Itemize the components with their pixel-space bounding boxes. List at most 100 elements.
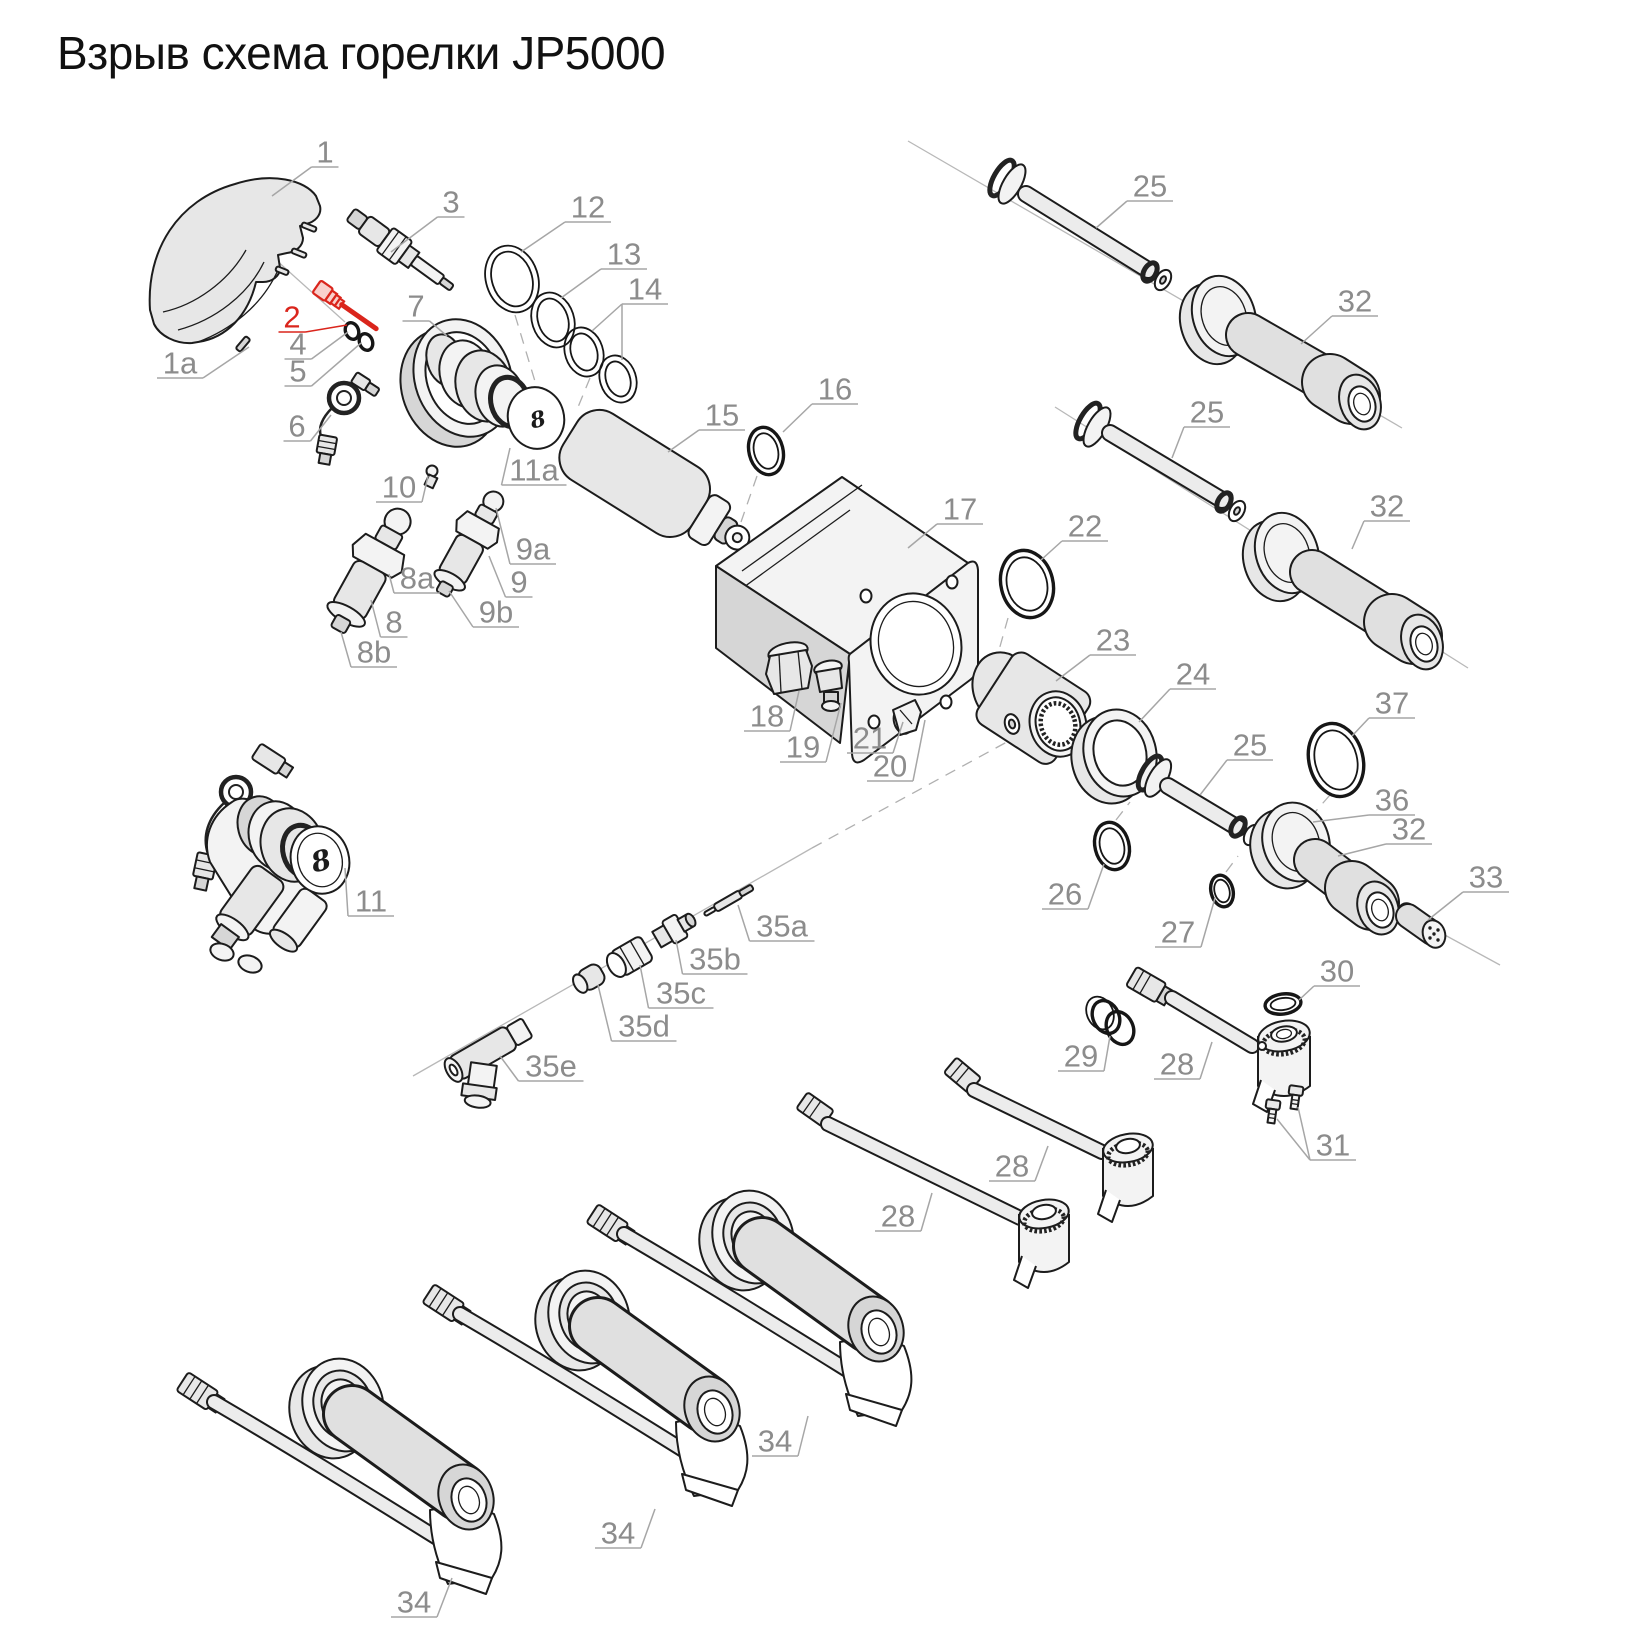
part-28-hose-3 bbox=[796, 1092, 1070, 1289]
part-33-gas-distributor bbox=[1395, 902, 1447, 949]
part-37-oring bbox=[1306, 721, 1366, 799]
part-28-hose-2 bbox=[943, 1057, 1154, 1223]
part-25-tube-2 bbox=[1073, 400, 1247, 523]
callout-34-53: 34 bbox=[595, 1508, 656, 1551]
callout-33-37: 33 bbox=[1427, 860, 1509, 921]
part-13-oring bbox=[530, 291, 576, 349]
svg-text:14: 14 bbox=[628, 272, 662, 307]
svg-text:35d: 35d bbox=[618, 1009, 670, 1044]
part-35c-nut bbox=[605, 936, 653, 978]
svg-text:28: 28 bbox=[881, 1199, 915, 1234]
callout-35e-45: 35e bbox=[499, 1049, 584, 1084]
callout-35c-43: 35c bbox=[639, 964, 714, 1011]
svg-text:24: 24 bbox=[1176, 657, 1210, 692]
svg-text:2: 2 bbox=[283, 300, 300, 335]
part-32-nozzle-1 bbox=[1178, 274, 1382, 431]
part-31-screws bbox=[1264, 1084, 1305, 1125]
callout-1a-1: 1a bbox=[157, 346, 250, 381]
part-22-oring bbox=[998, 548, 1056, 620]
svg-text:9b: 9b bbox=[479, 595, 513, 630]
part-26-oring bbox=[1092, 820, 1132, 872]
callout-7-9: 7 bbox=[402, 289, 448, 337]
callout-8a-13: 8a bbox=[388, 561, 440, 596]
svg-text:36: 36 bbox=[1375, 783, 1409, 818]
svg-text:34: 34 bbox=[601, 1516, 635, 1551]
part-19-fitting bbox=[813, 659, 843, 712]
part-14-oring-b bbox=[598, 354, 638, 404]
callout-8b-15: 8b bbox=[340, 631, 397, 670]
svg-text:8b: 8b bbox=[357, 635, 391, 670]
svg-text:30: 30 bbox=[1320, 954, 1354, 989]
callout-27-39: 27 bbox=[1155, 897, 1216, 950]
svg-text:28: 28 bbox=[995, 1149, 1029, 1184]
part-9-valve bbox=[433, 490, 505, 598]
svg-text:1a: 1a bbox=[163, 346, 198, 381]
svg-text:25: 25 bbox=[1190, 395, 1224, 430]
svg-text:28: 28 bbox=[1160, 1047, 1194, 1082]
callout-15-19: 15 bbox=[667, 398, 745, 453]
callout-25-29: 25 bbox=[1095, 169, 1173, 229]
callout-23-23: 23 bbox=[1055, 623, 1136, 682]
svg-text:35e: 35e bbox=[525, 1049, 577, 1084]
svg-text:35b: 35b bbox=[689, 942, 741, 977]
part-25-tube-1 bbox=[987, 157, 1173, 292]
part-8-valve bbox=[326, 507, 412, 634]
svg-text:18: 18 bbox=[750, 699, 784, 734]
callout-34-52: 34 bbox=[391, 1577, 453, 1620]
svg-text:4: 4 bbox=[289, 327, 306, 362]
svg-text:8a: 8a bbox=[400, 561, 435, 596]
part-28-hose-1 bbox=[1126, 966, 1311, 1113]
svg-text:25: 25 bbox=[1233, 728, 1267, 763]
part-3-spark-plug bbox=[346, 208, 455, 291]
part-1-cover bbox=[148, 177, 322, 353]
svg-text:35c: 35c bbox=[656, 976, 706, 1011]
part-18-fitting bbox=[765, 641, 813, 695]
svg-text:34: 34 bbox=[397, 1585, 431, 1620]
part-6-contact-wire bbox=[315, 371, 380, 466]
callout-28-51: 28 bbox=[875, 1192, 933, 1234]
svg-text:23: 23 bbox=[1096, 623, 1130, 658]
part-35d-sleeve bbox=[572, 963, 606, 994]
callout-32-30: 32 bbox=[1300, 284, 1378, 345]
part-35a-pin bbox=[703, 884, 755, 917]
part-32-nozzle-3 bbox=[1293, 838, 1400, 936]
part-32-nozzle-2 bbox=[1241, 511, 1444, 671]
svg-text:32: 32 bbox=[1370, 489, 1404, 524]
callout-37-34: 37 bbox=[1351, 686, 1415, 737]
svg-text:21: 21 bbox=[853, 721, 887, 756]
callout-5-8: 5 bbox=[284, 342, 362, 389]
callout-9-17: 9 bbox=[488, 555, 533, 600]
svg-text:32: 32 bbox=[1338, 284, 1372, 319]
callout-9a-16: 9a bbox=[495, 507, 556, 567]
part-29-washers bbox=[1085, 995, 1136, 1047]
callout-22-22: 22 bbox=[1040, 509, 1108, 561]
callout-2-6: 2 bbox=[278, 300, 348, 335]
callout-26-38: 26 bbox=[1042, 863, 1105, 912]
callout-28-48: 28 bbox=[1154, 1041, 1213, 1082]
callout-8-14: 8 bbox=[370, 599, 408, 640]
svg-text:6: 6 bbox=[288, 409, 305, 444]
callout-11a-12: 11a bbox=[500, 447, 567, 488]
svg-text:5: 5 bbox=[289, 354, 306, 389]
callout-25-33: 25 bbox=[1199, 728, 1273, 796]
callout-16-20: 16 bbox=[782, 372, 858, 433]
part-14-oring-a bbox=[563, 326, 605, 378]
svg-text:16: 16 bbox=[818, 372, 852, 407]
svg-text:25: 25 bbox=[1133, 169, 1167, 204]
part-face-stamp-0: 8 bbox=[526, 406, 548, 435]
svg-text:11: 11 bbox=[355, 884, 387, 919]
callout-13-4: 13 bbox=[560, 237, 647, 299]
svg-text:10: 10 bbox=[382, 470, 416, 505]
callout-6-10: 6 bbox=[283, 409, 332, 444]
callout-18-25: 18 bbox=[744, 690, 800, 734]
part-11-cathode-assembly bbox=[192, 743, 351, 974]
svg-text:19: 19 bbox=[786, 730, 820, 765]
svg-text:3: 3 bbox=[442, 185, 459, 220]
callout-32-36: 32 bbox=[1337, 812, 1432, 857]
svg-text:9a: 9a bbox=[516, 532, 551, 567]
part-15-cartridge bbox=[558, 408, 751, 551]
callout-35a-41: 35a bbox=[737, 904, 815, 944]
svg-text:12: 12 bbox=[571, 190, 605, 225]
